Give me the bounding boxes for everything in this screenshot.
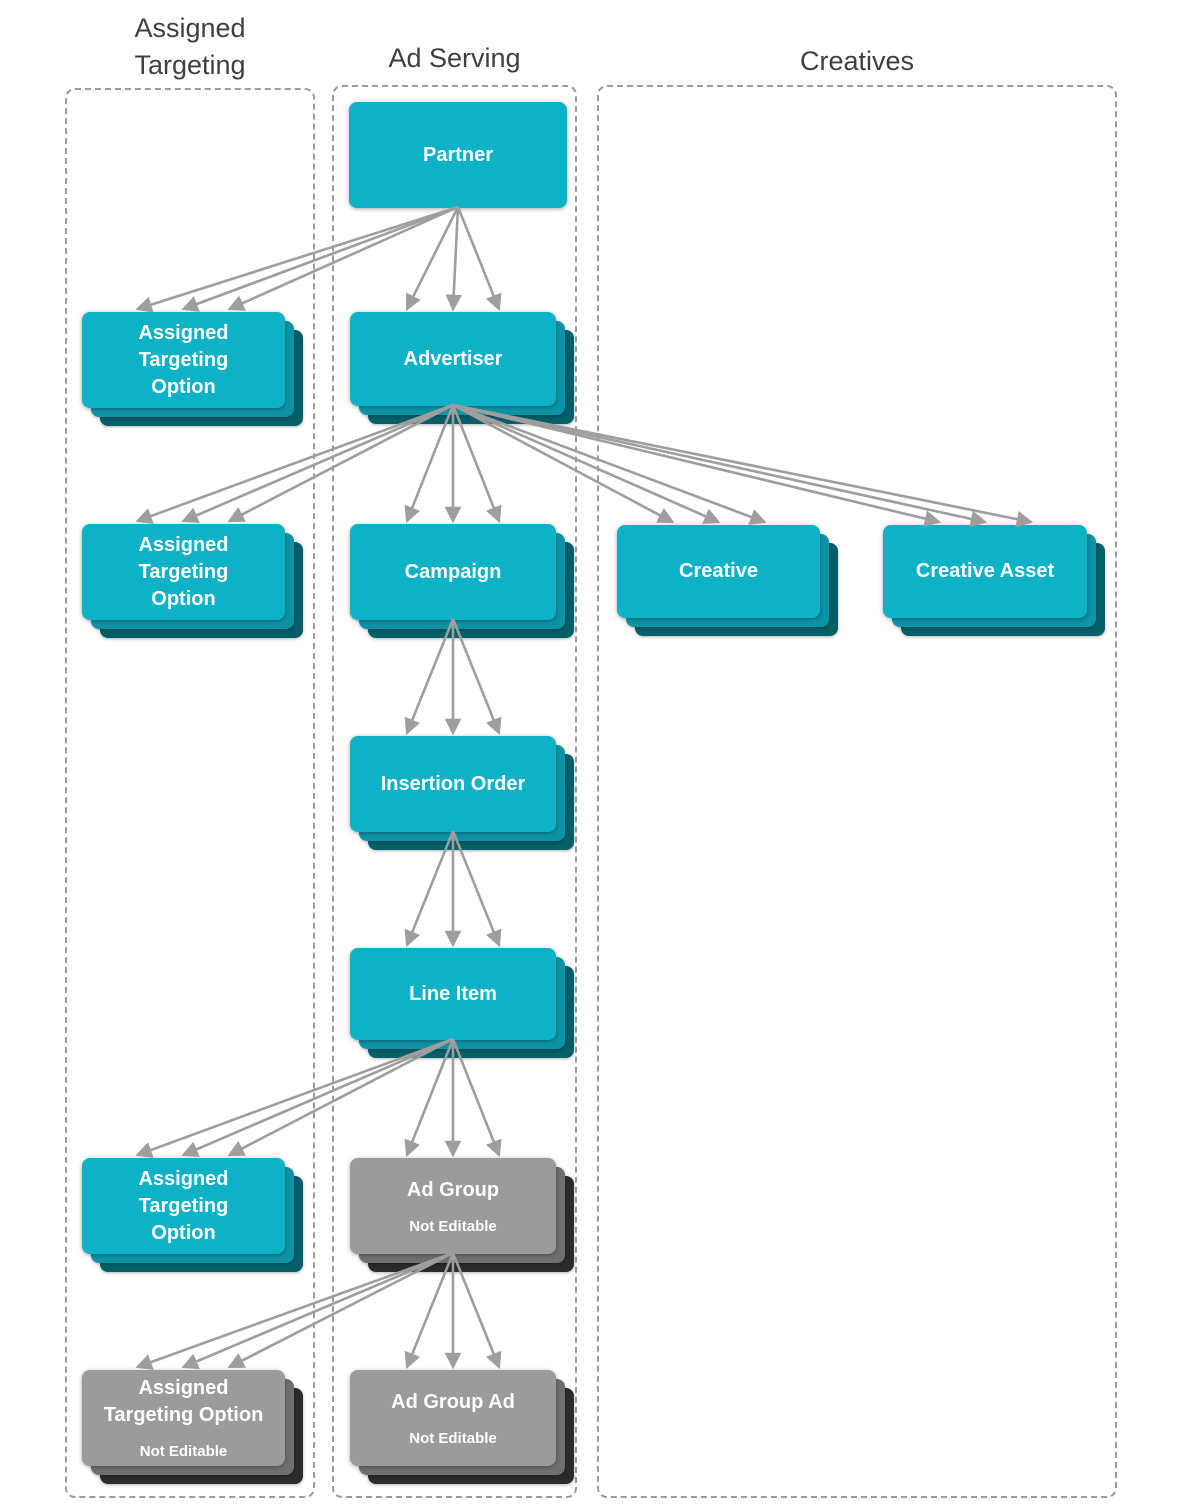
node-campaign: Campaign: [350, 524, 556, 620]
node-label: Insertion Order: [381, 771, 525, 798]
node-sublabel: Not Editable: [409, 1429, 497, 1447]
column-ad-serving: [332, 85, 577, 1498]
node-label: Advertiser: [404, 346, 503, 373]
node-advertiser: Advertiser: [350, 312, 556, 406]
node-label: Ad Group: [407, 1177, 499, 1204]
node-label-line: Insertion Order: [380, 772, 526, 795]
column-assigned-targeting: [65, 88, 315, 1498]
node-label-line: Option: [151, 375, 216, 398]
node-label-line: Campaign: [404, 560, 502, 583]
node-insertion-order: Insertion Order: [350, 736, 556, 832]
node-label-line: Assigned: [138, 1167, 229, 1190]
node-sublabel: Not Editable: [409, 1217, 497, 1235]
node-partner: Partner: [349, 102, 567, 208]
column-title-creatives: Creatives: [800, 43, 914, 80]
node-creative: Creative: [617, 525, 820, 618]
node-ad-group-ad: Ad Group Ad Not Editable: [350, 1370, 556, 1466]
node-label-line: Targeting: [138, 560, 229, 583]
node-label-line: Line Item: [409, 982, 497, 1005]
node-label-line: Ad Group Ad: [391, 1390, 515, 1413]
node-label: Campaign: [405, 559, 502, 586]
node-label: Partner: [423, 142, 493, 169]
node-label-line: Option: [151, 1221, 216, 1244]
column-title-line: Targeting: [134, 50, 246, 80]
column-title-line: Ad Serving: [388, 43, 521, 73]
node-label-line: Assigned: [138, 1377, 229, 1399]
node-label: Line Item: [409, 981, 497, 1008]
node-line-item: Line Item: [350, 948, 556, 1040]
node-creative-asset: Creative Asset: [883, 525, 1087, 618]
column-title-line: Creatives: [799, 46, 915, 76]
node-label: Creative: [679, 558, 758, 585]
node-label-line: Assigned: [138, 533, 229, 556]
column-title-ad-serving: Ad Serving: [388, 40, 520, 77]
node-label-line: Option: [151, 587, 216, 610]
node-label-line: Creative Asset: [915, 560, 1055, 582]
node-sublabel: Not Editable: [139, 1443, 228, 1460]
node-label-line: Targeting: [138, 348, 229, 371]
node-label-line: Ad Group: [406, 1178, 500, 1201]
node-label-line: Assigned: [138, 321, 229, 344]
node-label-line: Creative: [679, 560, 758, 582]
node-label-line: Advertiser: [403, 347, 503, 370]
node-label-line: Targeting: [138, 1194, 229, 1217]
column-creatives: [597, 85, 1117, 1498]
node-label: Creative Asset: [916, 558, 1054, 585]
node-label-line: Targeting Option: [103, 1404, 264, 1426]
node-label-line: Partner: [422, 143, 494, 166]
node-label: Ad Group Ad: [391, 1389, 515, 1416]
column-title-line: Assigned: [134, 13, 246, 43]
